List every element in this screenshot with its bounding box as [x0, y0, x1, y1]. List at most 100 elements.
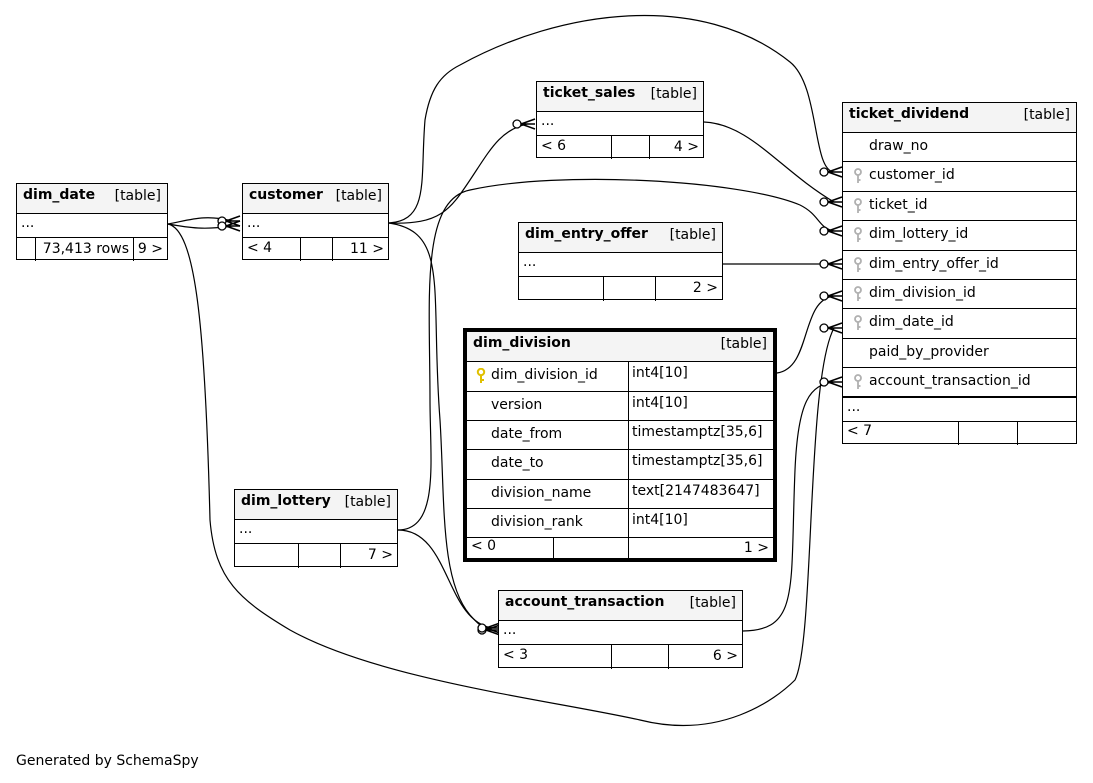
crows-foot-marker	[827, 376, 843, 388]
column-name: dim_entry_offer_id	[869, 256, 999, 272]
column-row[interactable]: draw_no	[843, 132, 1076, 161]
column-type: timestamptz[35,6]	[632, 453, 763, 469]
column-name: division_name	[491, 485, 592, 501]
column-row[interactable]: version int4[10]	[467, 391, 773, 420]
column-row[interactable]: ticket_id	[843, 191, 1076, 220]
column-name: dim_division_id	[491, 367, 598, 383]
table-customer[interactable]: customer [table] ... < 4 11 >	[242, 183, 389, 261]
column-name: date_to	[491, 455, 544, 471]
table-kind: [table]	[1023, 107, 1070, 123]
table-dim-lottery[interactable]: dim_lottery [table] ... 7 >	[234, 489, 398, 568]
children-link[interactable]: 1 >	[743, 540, 769, 556]
column-name: dim_division_id	[869, 285, 976, 301]
optional-circle-marker	[819, 197, 829, 207]
primary-key-icon	[475, 367, 487, 384]
children-link[interactable]: 6 >	[712, 648, 738, 664]
crows-foot-marker	[827, 322, 843, 334]
foreign-key-icon	[852, 315, 864, 331]
columns-ellipsis: ...	[247, 215, 261, 231]
table-account-transaction[interactable]: account_transaction [table] ... < 3 6 >	[498, 590, 743, 669]
optional-circle-marker	[819, 226, 829, 236]
table-kind: [table]	[669, 227, 716, 243]
crows-foot-marker	[827, 166, 843, 178]
column-name: customer_id	[869, 167, 955, 183]
relationship-edge	[388, 14, 835, 224]
table-name: ticket_sales	[543, 85, 636, 101]
column-row[interactable]: division_rank int4[10]	[467, 508, 773, 537]
parents-link[interactable]: < 0	[471, 538, 497, 554]
children-link[interactable]: 7 >	[367, 547, 393, 563]
parents-link[interactable]: < 6	[541, 138, 567, 154]
crows-foot-marker	[485, 622, 501, 634]
crows-foot-marker	[827, 225, 843, 237]
table-ticket-sales[interactable]: ticket_sales [table] ... < 6 4 >	[536, 81, 704, 159]
table-name: ticket_dividend	[849, 106, 970, 122]
table-name: account_transaction	[505, 594, 665, 610]
columns-ellipsis: ...	[847, 399, 861, 415]
children-link[interactable]: 11 >	[350, 241, 384, 257]
table-dim-division[interactable]: dim_division [table] dim_division_id int…	[463, 328, 777, 562]
footer-credit: Generated by SchemaSpy	[16, 753, 199, 769]
columns-ellipsis: ...	[503, 622, 517, 638]
parents-link[interactable]: < 7	[847, 423, 873, 439]
optional-circle-marker	[217, 221, 227, 231]
column-row[interactable]: dim_lottery_id	[843, 220, 1076, 250]
table-kind: [table]	[720, 336, 767, 352]
columns-ellipsis: ...	[541, 113, 555, 129]
relationship-edge	[388, 123, 528, 224]
row-count: 73,413 rows	[42, 241, 129, 257]
optional-circle-marker	[477, 623, 487, 633]
foreign-key-icon	[852, 286, 864, 302]
foreign-key-icon	[852, 257, 864, 273]
column-name: version	[491, 397, 543, 413]
crows-foot-marker	[827, 290, 843, 302]
column-row[interactable]: dim_division_id int4[10]	[467, 361, 773, 391]
optional-circle-marker	[819, 323, 829, 333]
column-row[interactable]: dim_entry_offer_id	[843, 250, 1076, 279]
optional-circle-marker	[819, 167, 829, 177]
column-type: int4[10]	[632, 512, 688, 528]
column-type: int4[10]	[632, 395, 688, 411]
column-name: ticket_id	[869, 197, 928, 213]
table-dim-entry-offer[interactable]: dim_entry_offer [table] ... 2 >	[518, 222, 723, 301]
columns-ellipsis: ...	[21, 215, 35, 231]
children-link[interactable]: 4 >	[673, 139, 699, 155]
relationship-edge	[167, 223, 835, 726]
column-row[interactable]: customer_id	[843, 161, 1076, 191]
column-name: paid_by_provider	[869, 344, 989, 360]
children-link[interactable]: 9 >	[137, 241, 163, 257]
parents-link[interactable]: < 4	[247, 240, 273, 256]
parents-link[interactable]: < 3	[503, 647, 529, 663]
column-name: dim_lottery_id	[869, 226, 969, 242]
table-name: dim_lottery	[241, 493, 331, 509]
children-link[interactable]: 2 >	[692, 280, 718, 296]
column-name: account_transaction_id	[869, 373, 1031, 389]
column-row[interactable]: dim_division_id	[843, 279, 1076, 308]
foreign-key-icon	[852, 168, 864, 184]
relationship-edge	[742, 381, 835, 632]
table-name: dim_division	[473, 335, 571, 351]
column-name: division_rank	[491, 514, 583, 530]
column-type: timestamptz[35,6]	[632, 424, 763, 440]
table-dim-date[interactable]: dim_date [table] ... 73,413 rows 9 >	[16, 183, 168, 261]
table-kind: [table]	[689, 595, 736, 611]
column-type: int4[10]	[632, 365, 688, 381]
optional-circle-marker	[512, 119, 522, 129]
table-kind: [table]	[344, 494, 391, 510]
table-ticket-dividend[interactable]: ticket_dividend [table] draw_no customer…	[842, 102, 1077, 445]
column-name: draw_no	[869, 138, 929, 154]
column-row[interactable]: account_transaction_id	[843, 367, 1076, 396]
column-row[interactable]: paid_by_provider	[843, 338, 1076, 367]
column-row[interactable]: division_name text[2147483647]	[467, 479, 773, 508]
column-row[interactable]: dim_date_id	[843, 308, 1076, 338]
optional-circle-marker	[819, 377, 829, 387]
column-row[interactable]: date_from timestamptz[35,6]	[467, 420, 773, 449]
relationship-edge	[703, 121, 835, 203]
columns-ellipsis: ...	[523, 254, 537, 270]
table-kind: [table]	[114, 188, 161, 204]
table-name: dim_entry_offer	[525, 226, 648, 242]
foreign-key-icon	[852, 374, 864, 390]
relationship-edge	[397, 178, 835, 531]
column-row[interactable]: date_to timestamptz[35,6]	[467, 449, 773, 479]
